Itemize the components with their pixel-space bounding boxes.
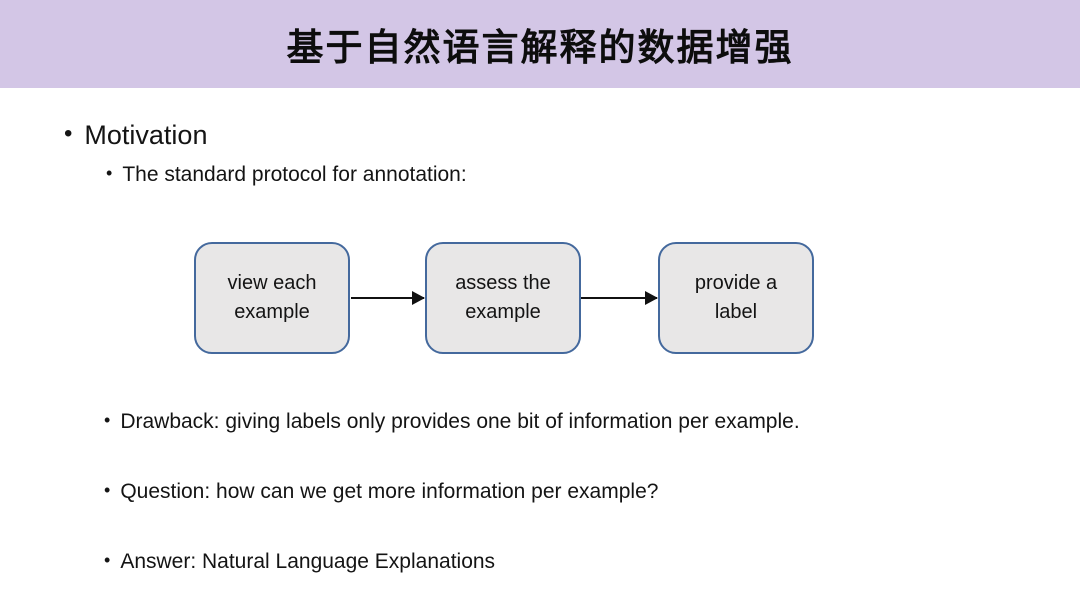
flow-arrow-icon	[351, 297, 424, 299]
flow-step-view-each-example: view each example	[194, 242, 350, 354]
flow-step-provide-a-label-label: provide a label	[694, 272, 778, 323]
flow-step-provide-a-label: provide a label	[658, 242, 814, 354]
bullet-motivation: Motivation	[64, 119, 207, 151]
bullet-standard-protocol-label: The standard protocol for annotation:	[122, 163, 467, 186]
bullet-standard-protocol: The standard protocol for annotation:	[106, 162, 467, 187]
slide-title-bar: 基于自然语言解释的数据增强	[0, 0, 1080, 88]
bullet-question: Question: how can we get more informatio…	[104, 479, 658, 504]
bullet-drawback-label: Drawback: giving labels only provides on…	[120, 410, 800, 433]
bullet-answer: Answer: Natural Language Explanations	[104, 549, 495, 574]
flow-step-assess-the-example: assess the example	[425, 242, 581, 354]
bullet-motivation-label: Motivation	[84, 120, 208, 150]
flow-step-assess-the-example-label: assess the example	[455, 272, 551, 323]
bullet-drawback: Drawback: giving labels only provides on…	[104, 409, 800, 434]
flow-step-view-each-example-label: view each example	[227, 272, 317, 323]
bullet-answer-label: Answer: Natural Language Explanations	[120, 550, 496, 573]
slide-title: 基于自然语言解释的数据增强	[286, 27, 794, 68]
flow-arrow-icon	[581, 297, 657, 299]
bullet-question-label: Question: how can we get more informatio…	[120, 480, 659, 503]
